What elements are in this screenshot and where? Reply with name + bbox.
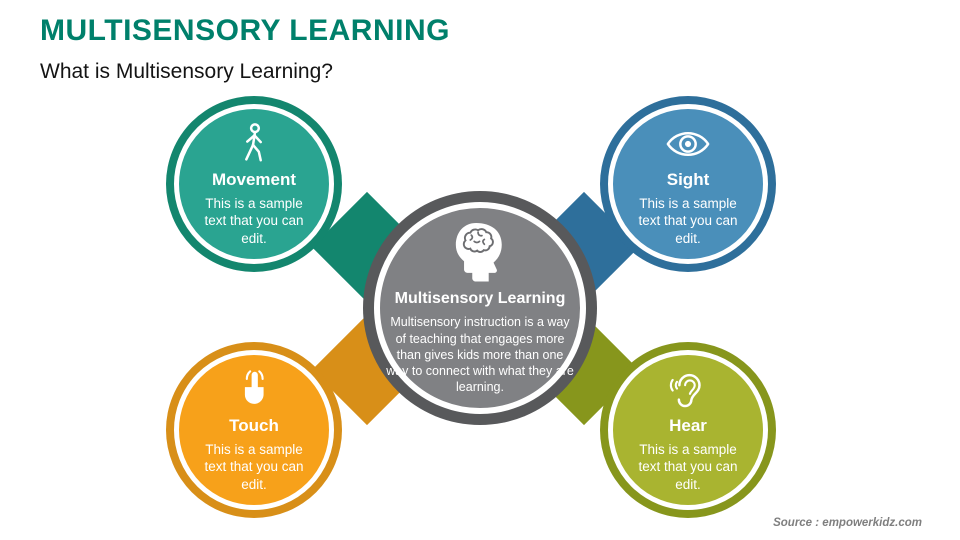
page-subtitle: What is Multisensory Learning? [40, 60, 333, 83]
walking-person-icon [231, 121, 277, 167]
node-touch-label: Touch [229, 416, 279, 436]
node-hear-text: This is a sample text that you can edit. [638, 442, 738, 492]
page-title: MULTISENSORY LEARNING [40, 14, 450, 47]
source-note: Source : empowerkidz.com [773, 517, 922, 529]
center-description: Multisensory instruction is a way of tea… [386, 315, 574, 395]
node-hear: Hear This is a sample text that you can … [608, 350, 768, 510]
ear-icon [665, 367, 711, 413]
node-sight-label: Sight [666, 170, 710, 190]
node-movement-text: This is a sample text that you can edit. [204, 196, 304, 246]
center-node: Multisensory Learning Multisensory instr… [374, 202, 586, 414]
node-touch: Touch This is a sample text that you can… [174, 350, 334, 510]
center-label: Multisensory Learning [394, 290, 566, 308]
node-movement: Movement This is a sample text that you … [174, 104, 334, 264]
node-hear-label: Hear [669, 416, 707, 436]
node-movement-label: Movement [211, 170, 297, 190]
node-sight-text: This is a sample text that you can edit. [638, 196, 738, 246]
head-brain-icon [451, 220, 509, 286]
eye-icon [665, 121, 711, 167]
touch-hand-icon [231, 367, 277, 413]
node-touch-text: This is a sample text that you can edit. [204, 442, 304, 492]
node-sight: Sight This is a sample text that you can… [608, 104, 768, 264]
